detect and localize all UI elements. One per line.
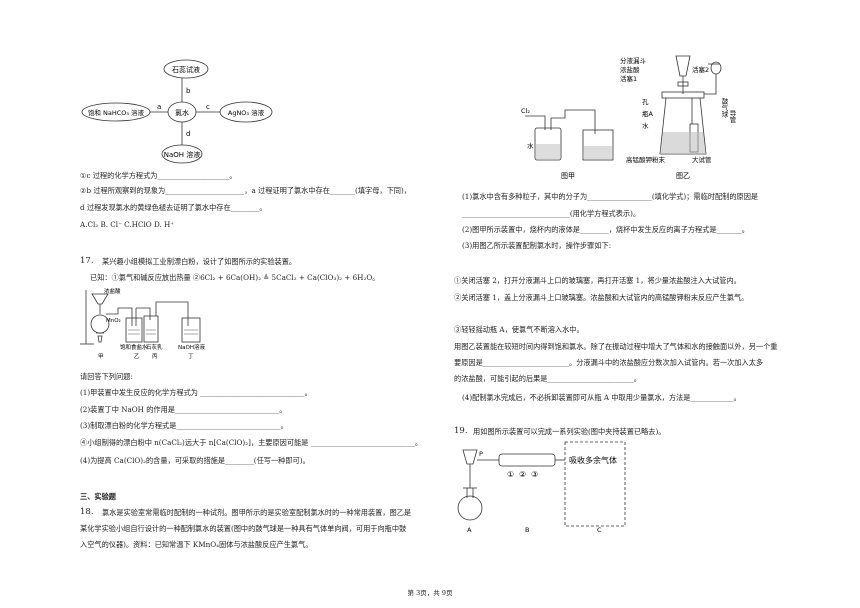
q18-line1: 氯水是实验室常需临时配制的一种试剂。图甲所示的是实验室配制氯水时的一种常用装置，…	[102, 508, 412, 517]
label-bing: 丙	[152, 353, 158, 360]
q18-step1: ①关闭活塞 2，打开分液漏斗上口的玻璃塞，再打开活塞 1，将少量浓盐酸注入大试管…	[454, 276, 741, 285]
q17-number: 17.	[80, 256, 94, 266]
q17-part2: (2)装置丁中 NaOH 的作用是_______________________…	[80, 405, 287, 414]
q16-options: A.Cl₂ B. Cl⁻ C.HClO D. H⁺	[80, 220, 175, 229]
label-hole: 孔	[642, 98, 649, 106]
label-naoh: NaOH溶液	[178, 343, 205, 351]
label-yi-water: 水	[642, 121, 649, 130]
label-c2: ②	[519, 470, 526, 479]
diagram-top: 石蕊试液	[172, 65, 200, 74]
label-yi-hcl: 浓盐酸	[620, 65, 640, 74]
label-flask-a: 瓶A	[642, 110, 654, 118]
label-c3: ③	[531, 470, 538, 479]
label-c: C	[597, 526, 602, 534]
label-a: A	[467, 526, 472, 534]
diagram-center: 氯水	[175, 108, 189, 117]
label-b: B	[525, 526, 529, 534]
figure-q19: P ① ② ③ 吸收多余气体 A B C	[457, 441, 626, 534]
q16-part1: ①c 过程的化学方程式为____________________。	[80, 171, 237, 180]
diagram-edge-b: b	[186, 87, 191, 95]
q18-number: 18.	[80, 507, 94, 517]
diagram-edge-c: c	[206, 103, 210, 111]
diagram-edge-d: d	[186, 130, 190, 138]
q17-stem: 某兴趣小组模拟工业制漂白粉，设计了如图所示的实验装置。	[102, 257, 297, 266]
caption-yi: 图乙	[676, 172, 690, 180]
section-3-heading: 三、实验题	[80, 492, 116, 501]
label-c1: ①	[507, 470, 514, 479]
figure-jia: Cl₂ 水 图甲	[521, 107, 614, 180]
q18-part2: (2)图甲所示装置中，烧杯内的液体是________，烧杯中发生反应的离子方程式…	[462, 225, 749, 234]
chlorine-water-reaction-diagram: 石蕊试液 氯水 饱和 NaHCO₃ 溶液 AgNO₃ 溶液 NaOH 溶液 b …	[81, 59, 273, 164]
label-absorb: 吸收多余气体	[569, 455, 617, 465]
diagram-edge-a: a	[157, 103, 161, 111]
diagram-bottom: NaOH 溶液	[164, 150, 201, 159]
caption-jia: 图甲	[561, 172, 575, 180]
q17-prompt: 请回答下列问题:	[80, 372, 133, 381]
q18-part3: (3)用图乙所示装置配制氯水时，操作步骤如下:	[462, 241, 612, 250]
label-mno2: MnO₂	[106, 318, 121, 324]
q18-para3: 的浓盐酸，可能引起的后果是________________________。	[454, 374, 641, 383]
label-tube: 导管	[728, 110, 736, 125]
q16-part3: d 过程发现氯水的黄绿色褪去证明了氯水中存在________。	[80, 203, 267, 212]
q18-para2: 要原因是________________________。分液漏斗中的浓盐酸应分…	[454, 358, 764, 367]
q18-step3: ③轻轻摇动瓶 A，使氯气不断溶入水中。	[454, 325, 584, 334]
q18-step2: ②关闭活塞 1，盖上分液漏斗上口玻璃塞。浓盐酸和大试管内的高锰酸钾粉末反应产生氯…	[454, 293, 749, 302]
q16-part2: ②b 过程所观察到的现象为______________________，a 过程…	[80, 186, 411, 195]
q17-part3: (3)制取漂白粉的化学方程式是_________________________…	[80, 421, 288, 430]
label-conc-hcl: 浓盐酸	[104, 287, 121, 295]
label-yi: 乙	[134, 353, 140, 360]
q18-part1b: ______________________________(用化学方程式表示)…	[462, 209, 641, 218]
label-big-tube: 大试管	[692, 155, 712, 164]
q18-part4: (4)配制氯水完成后，不必拆卸装置即可从瓶 A 中取用少量氯水，方法是_____…	[462, 393, 741, 402]
label-brine: 饱和食盐水	[120, 343, 148, 351]
figure-yi: 分液漏斗 浓盐酸 活塞1 活塞2 孔 瓶A 水 鼓气球 导管 高锰酸钾粉末 大试…	[620, 55, 736, 180]
q18-part1a: (1)氯水中含有多种粒子，其中的分子为__________________(填化…	[462, 192, 759, 201]
label-sep-funnel: 分液漏斗	[620, 56, 647, 65]
label-stopcock2: 活塞2	[692, 65, 709, 74]
q18-line3: 入空气的仪器)。资料：已知常温下 KMnO₄固体与浓盐酸反应产生氯气。	[80, 540, 313, 549]
q17-part5: (4)为提高 Ca(ClO)₂的含量，可采取的措施是________(任写一种即…	[80, 456, 310, 465]
label-kmno4: 高锰酸钾粉末	[626, 155, 666, 164]
q17-part1: (1)甲装置中发生反应的化学方程式为 _____________________…	[80, 388, 312, 397]
label-ding: 丁	[188, 353, 194, 360]
diagram-left: 饱和 NaHCO₃ 溶液	[88, 108, 145, 117]
q17-part4: ④小组制得的漂白粉中 n(CaCl₂)远大于 n[Ca(ClO)₂]，主要原因可…	[80, 438, 423, 447]
label-cl2: Cl₂	[521, 107, 530, 115]
label-bulb: 鼓气球	[720, 97, 728, 118]
q18-line2: 某化学实验小组自行设计的一种配制氯水的装置(图中的鼓气球是一种具有气体单向阀，可…	[80, 524, 407, 533]
label-lime: 石灰乳	[146, 343, 163, 351]
diagram-right: AgNO₃ 溶液	[228, 108, 265, 117]
page-footer: 第 3页，共 9页	[407, 589, 453, 597]
label-jia-water: 水	[527, 141, 534, 150]
q17-known: 已知：①氯气和碱反应放出热量 ②6Cl₂ + 6Ca(OH)₂ ≜ 5CaCl₂…	[90, 273, 380, 282]
label-stopcock1: 活塞1	[620, 74, 637, 83]
label-jia: 甲	[98, 353, 104, 360]
label-p: P	[479, 450, 483, 458]
q19-stem: 用如图所示装置可以完成一系列实验(图中夹持装置已略去)。	[473, 427, 666, 436]
q18-para1: 用图乙装置能在较短时间内得到饱和氯水。除了在振动过程中增大了气体和水的接触面以外…	[454, 342, 778, 351]
q19-number: 19.	[454, 426, 468, 436]
bleach-apparatus-figure: 浓盐酸 MnO₂ 甲 饱和食盐水 乙 石灰乳 丙 NaOH溶液 丁	[80, 287, 205, 360]
